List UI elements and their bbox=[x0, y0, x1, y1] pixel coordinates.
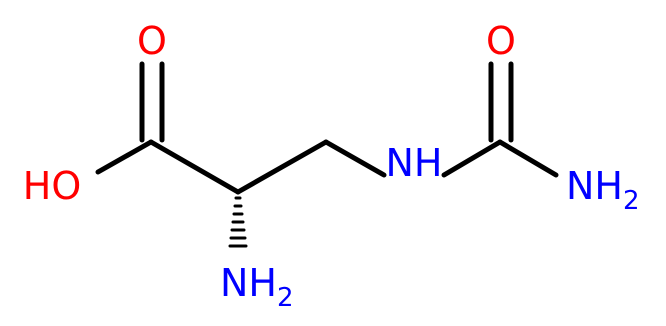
bond-ch2-nh bbox=[323, 139, 387, 178]
bond-hashed-wedge bbox=[228, 196, 248, 248]
atom-hydroxyl: HO bbox=[23, 164, 81, 208]
bond-calpha-ch2 bbox=[235, 139, 329, 195]
bond-c-nh2 bbox=[497, 139, 559, 178]
atom-labels: O HO NH2 NH O NH2 bbox=[23, 19, 640, 313]
atom-nh-link: NH bbox=[386, 141, 443, 185]
atom-carbonyl-oxygen: O bbox=[137, 19, 167, 63]
bond-c-calpha bbox=[148, 139, 241, 195]
atom-urea-amine: NH2 bbox=[566, 164, 640, 216]
atom-urea-oxygen: O bbox=[486, 19, 516, 63]
bond-c-oh bbox=[95, 139, 154, 175]
bond-nh-c bbox=[441, 139, 503, 178]
bonds bbox=[95, 61, 559, 248]
atom-alpha-amine: NH2 bbox=[220, 261, 294, 313]
